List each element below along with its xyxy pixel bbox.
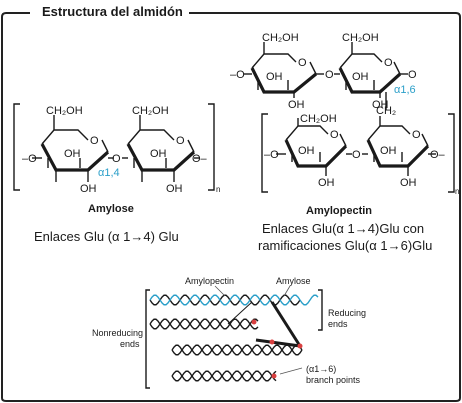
amylopectin-top1-oh-upper: OH — [266, 71, 283, 83]
amylopectin-name: Amylopectin — [306, 205, 372, 217]
amylopectin-right-bracket — [448, 113, 455, 193]
amylose-linkage-label: α1,4 — [98, 167, 120, 179]
amylopectin-bottom1-oh-upper: OH — [298, 145, 315, 157]
amylopectin-bottom2-oh-upper: OH — [380, 145, 397, 157]
branch-label-line1: (α1→6) — [306, 364, 336, 374]
amylopectin-top1-oh-lower: OH — [288, 99, 305, 111]
amylose-subscript-n: n — [216, 185, 220, 194]
amylose-ring1-ch2oh: CH₂OH — [46, 105, 83, 117]
amylose-ring1-ring-o: O — [90, 135, 99, 147]
helix-row-4-strand-2 — [171, 370, 277, 382]
amylose-right-end-o: O– — [192, 153, 208, 165]
amylose-description: Enlaces Glu (α 1→4) Glu — [34, 229, 179, 244]
amylopectin-left-bracket — [261, 113, 268, 193]
helix-row-2-strand-2 — [149, 318, 259, 330]
amylose-name: Amylose — [88, 203, 134, 215]
amylopectin-side-branch — [255, 338, 301, 348]
branch-label-line2: branch points — [306, 375, 361, 385]
amylopectin-top-ring-2: CH₂OH O OH OH O — [338, 32, 417, 111]
amylopectin-top-right-end-o: O — [408, 69, 417, 81]
figure-frame — [1, 12, 461, 402]
helix-right-bracket — [318, 289, 323, 331]
amylopectin-main-branch — [270, 301, 302, 347]
helix-row-3-strand-1 — [171, 344, 303, 356]
amylopectin-bottom1-oh-lower: OH — [318, 177, 335, 189]
helix-amylose-label: Amylose — [276, 276, 311, 286]
amylopectin-top2-oh-lower: OH — [372, 99, 389, 111]
amylose-strand-end — [299, 294, 319, 306]
helix-amylopectin-label: Amylopectin — [185, 276, 234, 286]
amylopectin-description-line2: ramificaciones Glu(α 1→6)Glu — [258, 238, 433, 253]
amylose-structure: n CH₂OH O OH OH –O O — [13, 103, 220, 215]
amylopectin-top-bridge-o: O — [325, 69, 334, 81]
amylose-glucose-ring-2: CH₂OH O OH OH O– — [122, 105, 208, 195]
amylopectin-top2-ch2oh: CH₂OH — [342, 32, 379, 44]
helix-row-3-strand-2 — [171, 344, 303, 356]
reducing-label-line1: Reducing — [328, 308, 366, 318]
figure-title: Estructura del almidón — [36, 4, 189, 19]
amylopectin-bottom-ring-1: CH₂OH O OH OH –O — [264, 113, 348, 189]
amylopectin-subscript-n: n — [455, 187, 459, 196]
amylose-ring2-oh-upper: OH — [150, 148, 167, 160]
helix-junction-line — [227, 301, 253, 325]
amylopectin-bottom2-ring-o: O — [412, 129, 421, 141]
amylopectin-bottom-bridge-o: O — [352, 149, 361, 161]
branch-point-1 — [251, 319, 257, 325]
amylopectin-pointer — [214, 285, 226, 297]
amylopectin-bottom-ring-2: CH₂ O OH OH O– — [366, 105, 446, 189]
amylopectin-bottom-right-end-o: O– — [430, 149, 446, 161]
amylopectin-structure: CH₂OH O OH OH –O O CH₂OH O OH — [230, 32, 459, 217]
amylose-ring1-oh-lower: OH — [80, 183, 97, 195]
amylose-bridge-o: O — [112, 153, 121, 165]
amylose-glucose-ring-1: CH₂OH O OH OH –O — [22, 105, 114, 195]
amylopectin-top2-ring-o: O — [384, 57, 393, 69]
branch-point-4 — [271, 373, 277, 379]
helix-left-bracket — [145, 289, 150, 389]
helix-strands — [149, 294, 319, 382]
nonreducing-label-line1: Nonreducing — [92, 328, 143, 338]
helix-diagram: Amylopectin Amylose Nonreducing ends Red… — [92, 276, 366, 389]
amylose-ring2-oh-lower: OH — [166, 183, 183, 195]
amylopectin-top1-ring-o: O — [298, 57, 307, 69]
amylose-ring2-ch2oh: CH₂OH — [132, 105, 169, 117]
reducing-label-line2: ends — [328, 319, 348, 329]
helix-row-1-strand-2 — [149, 294, 301, 306]
amylose-ring2-ring-o: O — [176, 135, 185, 147]
amylopectin-bottom1-ring-o: O — [330, 129, 339, 141]
amylose-ring1-oh-upper: OH — [64, 148, 81, 160]
amylose-right-bracket — [208, 103, 215, 191]
amylopectin-bottom1-ch2oh: CH₂OH — [300, 113, 337, 125]
amylopectin-description-line1: Enlaces Glu(α 1→4)Glu con — [262, 221, 425, 236]
amylopectin-bottom-left-end-o: –O — [264, 149, 279, 161]
amylopectin-bottom2-oh-lower: OH — [400, 177, 417, 189]
amylose-left-bracket — [13, 103, 20, 191]
amylopectin-bottom2-ch2: CH₂ — [376, 105, 396, 117]
branch-pointer — [279, 367, 303, 375]
amylopectin-top1-ch2oh: CH₂OH — [262, 32, 299, 44]
amylopectin-top-ring-1: CH₂OH O OH OH –O — [230, 32, 318, 111]
amylopectin-top-left-end-o: –O — [230, 69, 245, 81]
amylopectin-linkage-label: α1,6 — [394, 84, 416, 96]
amylose-pointer — [283, 285, 291, 297]
branch-point-3 — [297, 343, 303, 349]
amylose-left-end-o: –O — [22, 153, 37, 165]
amylopectin-top2-oh-upper: OH — [352, 71, 369, 83]
branch-point-2 — [269, 339, 275, 345]
nonreducing-label-line2: ends — [120, 339, 140, 349]
helix-row-4-strand-1 — [171, 370, 277, 382]
